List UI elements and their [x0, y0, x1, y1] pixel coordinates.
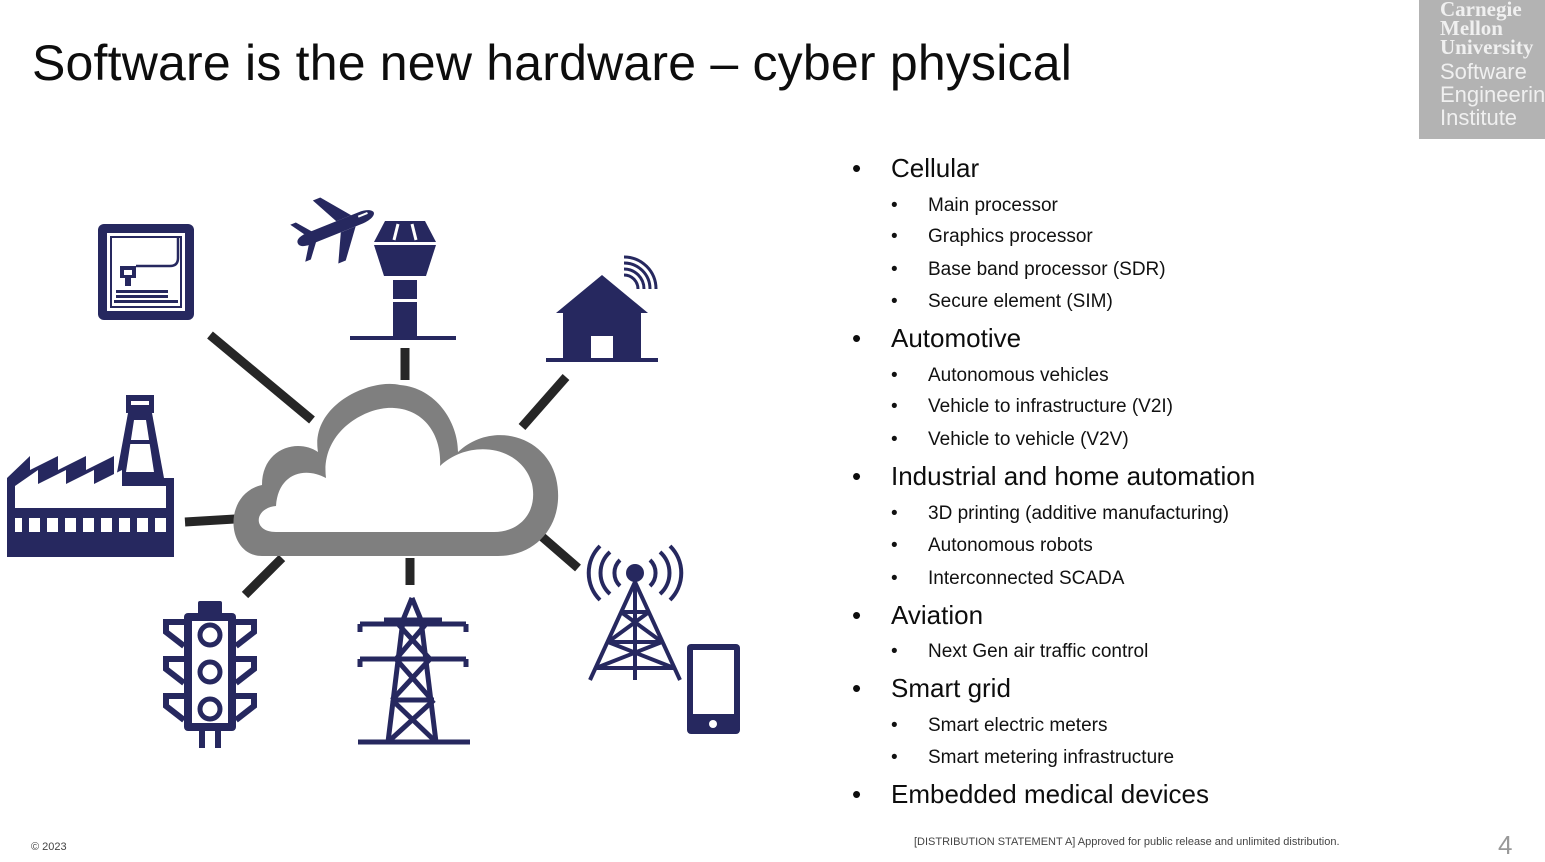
logo-line-engineering: Engineering: [1440, 82, 1545, 107]
sub-bullet-label: Interconnected SCADA: [928, 568, 1125, 589]
bullet-marker: •: [852, 153, 862, 183]
sub-bullet-marker: •: [891, 226, 898, 247]
3d-printer-icon: [98, 224, 194, 320]
logo-line-carnegie: Carnegie: [1440, 0, 1522, 21]
bullet-marker: •: [852, 600, 862, 630]
sub-bullet-label: Smart metering infrastructure: [928, 747, 1175, 768]
sub-bullet-label: Autonomous vehicles: [928, 365, 1109, 386]
sub-bullet-label: Secure element (SIM): [928, 291, 1113, 312]
sub-bullet-label: Smart electric meters: [928, 715, 1108, 736]
bullet-marker: •: [852, 323, 862, 353]
distribution-statement: [DISTRIBUTION STATEMENT A] Approved for …: [914, 836, 1340, 848]
sub-bullet-marker: •: [891, 429, 898, 450]
logo-line-software: Software: [1440, 59, 1527, 84]
sub-bullet-label: Vehicle to infrastructure (V2I): [928, 396, 1173, 417]
control-tower-icon: [350, 221, 456, 340]
bullet-marker: •: [852, 673, 862, 703]
logo-line-university: University: [1440, 35, 1534, 59]
sub-bullet-marker: •: [891, 195, 898, 216]
bullet-label: Embedded medical devices: [891, 779, 1209, 809]
sub-bullet-marker: •: [891, 503, 898, 524]
sub-bullet-marker: •: [891, 568, 898, 589]
copyright-notice: © 2023: [31, 841, 67, 853]
bullet-label: Industrial and home automation: [891, 461, 1256, 491]
cloud-icon: [233, 383, 559, 556]
bullet-marker: •: [852, 461, 862, 491]
traffic-light-icon: [163, 601, 257, 748]
sub-bullet-label: Base band processor (SDR): [928, 259, 1166, 280]
page-number: 4: [1498, 830, 1513, 860]
sub-bullet-label: 3D printing (additive manufacturing): [928, 503, 1229, 524]
sub-bullet-label: Vehicle to vehicle (V2V): [928, 429, 1129, 450]
airplane-icon: [290, 197, 374, 264]
slide-title: Software is the new hardware – cyber phy…: [32, 35, 1073, 91]
logo-line-institute: Institute: [1440, 105, 1518, 130]
sub-bullet-label: Next Gen air traffic control: [928, 641, 1149, 662]
smartphone-icon: [687, 644, 740, 734]
bullet-label: Cellular: [891, 153, 980, 183]
sub-bullet-marker: •: [891, 259, 898, 280]
cell-tower-icon: [586, 544, 684, 681]
sub-bullet-label: Autonomous robots: [928, 535, 1093, 556]
bullet-label: Aviation: [891, 600, 984, 630]
bullet-list: • Cellular • Main processor • Graphics pro…: [850, 0, 1410, 862]
sub-bullet-marker: •: [891, 291, 898, 312]
sub-bullet-marker: •: [891, 396, 898, 417]
logo-line-mellon: Mellon: [1440, 16, 1503, 40]
connector-lines: [184, 331, 581, 599]
sub-bullet-label: Graphics processor: [928, 226, 1093, 247]
sub-bullet-marker: •: [891, 535, 898, 556]
factory-icon: [7, 395, 174, 557]
cmu-sei-logo: Carnegie Mellon University Software Engi…: [1419, 0, 1545, 139]
sub-bullet-marker: •: [891, 641, 898, 662]
cyber-physical-graphic: [7, 197, 740, 748]
power-pylon-icon: [357, 597, 470, 745]
sub-bullet-marker: •: [891, 365, 898, 386]
sub-bullet-label: Main processor: [928, 195, 1058, 216]
bullet-label: Smart grid: [891, 673, 1011, 703]
sub-bullet-marker: •: [891, 715, 898, 736]
smart-home-icon: [546, 255, 658, 362]
bullet-label: Automotive: [891, 323, 1022, 353]
bullet-marker: •: [852, 779, 862, 809]
sub-bullet-marker: •: [891, 747, 898, 768]
